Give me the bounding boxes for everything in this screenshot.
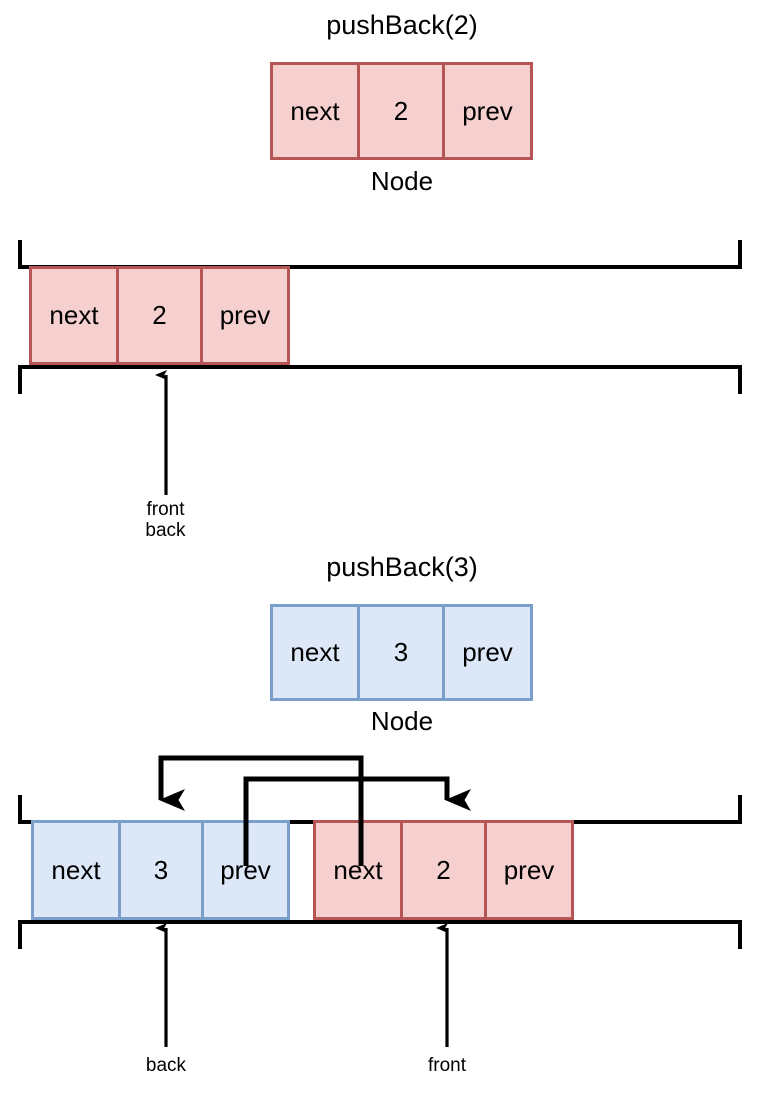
node-cell-value: 3 [121, 823, 204, 917]
node-cell-prev: prev [503, 854, 555, 885]
step-1-deque-container [18, 240, 742, 394]
node-cell-value: 2 [360, 65, 445, 157]
step-2-node-box: next 3 prev [270, 604, 533, 701]
node-cell-next: next [34, 823, 121, 917]
node-cell-value: 2 [403, 823, 487, 917]
pointer-label-front-back-line1: front [146, 499, 185, 520]
deque-bottom-rail [18, 920, 742, 924]
node-cell-value: 3 [360, 607, 445, 698]
step-2-node-caption: Node [370, 706, 434, 736]
pointer-label-back: back [145, 1055, 187, 1076]
deque-left-bottom-tick [18, 365, 22, 394]
deque-top-rail [18, 265, 742, 269]
deque-left-bottom-tick [18, 920, 22, 949]
node-cell-next: next [316, 823, 403, 917]
node-cell-value: 2 [119, 269, 203, 362]
link-prev-pointer [243, 776, 471, 866]
deque-right-top-tick [738, 795, 742, 824]
node-cell-next: next [273, 65, 360, 157]
node-cell-next: next [273, 607, 360, 698]
step-1-node-caption: Node [370, 166, 434, 196]
link-next-pointer [158, 755, 364, 866]
step-2-title: pushBack(3) [326, 552, 478, 582]
node-cell-prev: prev [462, 637, 513, 667]
deque-right-top-tick [738, 240, 742, 269]
pointer-label-front: front [427, 1055, 467, 1076]
node-cell-prev: prev [462, 95, 513, 126]
deque-bottom-rail [18, 365, 742, 369]
deque-node-2: next 2 prev [313, 820, 574, 920]
node-cell-next: next [32, 269, 119, 362]
pointer-label-front-back-line2: back [145, 520, 186, 541]
deque-right-bottom-tick [738, 920, 742, 949]
step-1-title: pushBack(2) [326, 10, 478, 40]
deque-left-top-tick [18, 795, 22, 824]
step-1-node-box: next 2 prev [270, 62, 533, 160]
deque-right-bottom-tick [738, 365, 742, 394]
deque-node-2: next 2 prev [29, 266, 290, 365]
node-cell-prev: prev [219, 300, 271, 330]
deque-left-top-tick [18, 240, 22, 269]
